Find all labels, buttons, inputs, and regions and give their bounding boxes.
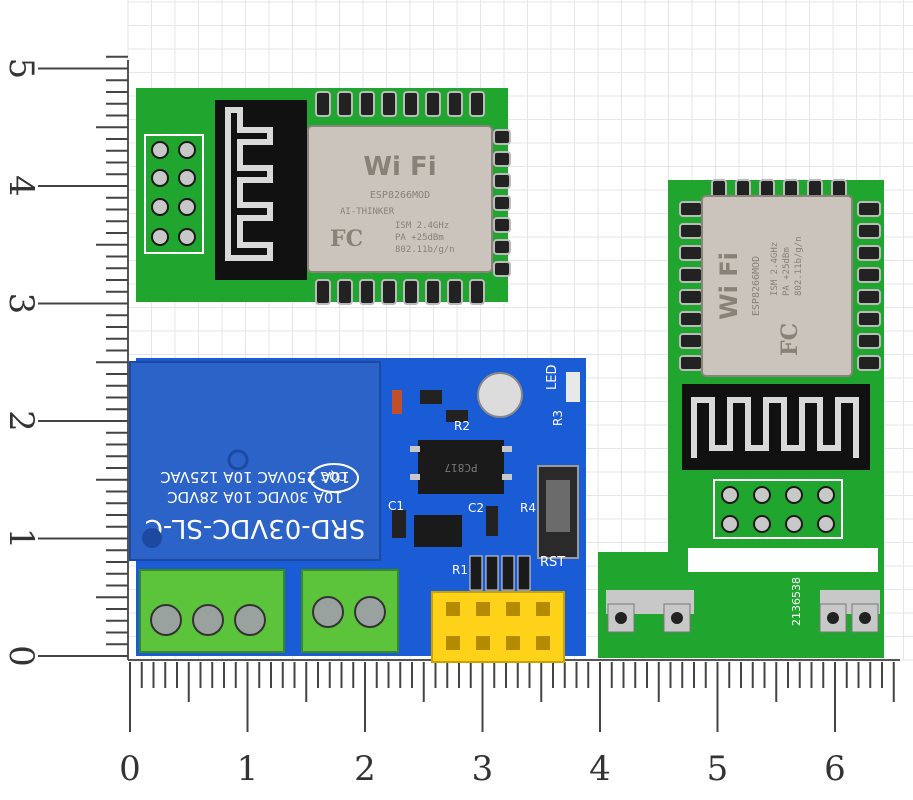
x-axis-label: 6 bbox=[824, 749, 846, 789]
shield-can bbox=[307, 125, 493, 273]
vertical-ruler bbox=[38, 55, 129, 660]
label-c1: C1 bbox=[388, 499, 404, 513]
right-wifi-module: Wi Fi ESP8266MOD ISM 2.4GHz PA +25dBm 80… bbox=[598, 179, 884, 658]
y-axis-label: 4 bbox=[1, 175, 41, 197]
label-rst: RST bbox=[540, 555, 565, 570]
transistor bbox=[414, 515, 462, 547]
chip-spec-right-2: PA +25dBm bbox=[782, 247, 792, 296]
esp01-socket bbox=[431, 591, 565, 663]
relay-body bbox=[129, 361, 381, 561]
chip-brand-right: Wi Fi bbox=[715, 252, 743, 320]
chip-spec-3: 802.11b/g/n bbox=[395, 245, 455, 255]
x-axis-label: 4 bbox=[589, 749, 611, 789]
chip-spec-right-3: 802.11b/g/n bbox=[794, 236, 804, 296]
chip-spec-right-1: ISM 2.4GHz bbox=[770, 242, 780, 296]
x-axis-label: 5 bbox=[707, 749, 729, 789]
x-axis-label: 0 bbox=[119, 749, 141, 789]
chip-model: ESP8266MOD bbox=[370, 190, 430, 201]
y-axis-label: 1 bbox=[1, 528, 41, 550]
antenna-trace-right bbox=[691, 397, 859, 458]
label-r3: R3 bbox=[551, 410, 565, 426]
shield-can-right bbox=[701, 195, 853, 377]
label-r4: R4 bbox=[520, 501, 536, 515]
terminal-block-3pin bbox=[139, 569, 285, 653]
relay-model: SRD-03VDC-SL-C bbox=[145, 513, 365, 543]
y-axis-label: 3 bbox=[1, 293, 41, 315]
optocoupler-chip bbox=[418, 440, 504, 494]
y-axis-label: 2 bbox=[1, 410, 41, 432]
antenna-trace bbox=[225, 107, 273, 261]
label-r2: R2 bbox=[454, 419, 470, 433]
horizontal-ruler bbox=[128, 659, 900, 732]
relay-rating-1: 10A 30VDC 10A 28VDC bbox=[167, 488, 343, 506]
relay-cert-mark: CQC bbox=[321, 469, 347, 483]
label-led: LED bbox=[545, 365, 560, 390]
y-axis-label: 0 bbox=[1, 645, 41, 667]
power-pads bbox=[606, 590, 880, 633]
chip-spec-2: PA +25dBm bbox=[395, 233, 444, 243]
label-strip bbox=[688, 548, 878, 572]
x-axis-label: 2 bbox=[354, 749, 376, 789]
optocoupler-label: PC817 bbox=[444, 461, 477, 474]
serial-number: 2136538 bbox=[790, 577, 803, 626]
y-axis-labels: 0 1 2 3 4 5 bbox=[1, 58, 41, 667]
x-axis-labels: 0 1 2 3 4 5 6 bbox=[119, 749, 846, 789]
chip-vendor: AI-THINKER bbox=[340, 207, 395, 217]
chip-brand: Wi Fi bbox=[363, 152, 436, 182]
x-axis-label: 3 bbox=[472, 749, 494, 789]
capacitor bbox=[477, 372, 523, 418]
label-c2: C2 bbox=[468, 501, 484, 515]
x-axis-label: 1 bbox=[237, 749, 259, 789]
fc-mark-right: FC bbox=[777, 323, 803, 356]
chip-model-right: ESP8266MOD bbox=[751, 256, 762, 316]
header-pads-right bbox=[721, 486, 835, 533]
y-axis-label: 5 bbox=[1, 58, 41, 80]
led bbox=[566, 372, 580, 402]
relay-board: SRD-03VDC-SL-C 10A 30VDC 10A 28VDC 10A 2… bbox=[129, 358, 586, 663]
label-r1: R1 bbox=[452, 563, 468, 577]
chip-spec-1: ISM 2.4GHz bbox=[395, 221, 449, 231]
fc-mark: FC bbox=[330, 226, 363, 252]
terminal-block-2pin bbox=[301, 569, 399, 653]
header-pads bbox=[151, 141, 196, 246]
top-wifi-module: Wi Fi ESP8266MOD AI-THINKER FC ISM 2.4GH… bbox=[136, 88, 511, 305]
relay-rating-2: 10A 250VAC 10A 125VAC bbox=[160, 468, 350, 486]
